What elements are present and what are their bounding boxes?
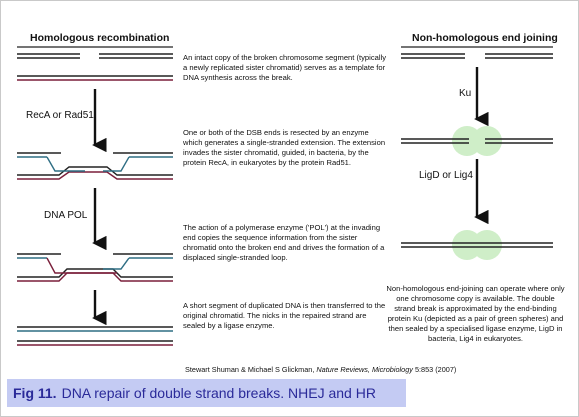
figure-area: Homologous recombination Non-homologous … [7, 7, 570, 379]
nhej-step-label-lig: LigD or Lig4 [419, 170, 473, 181]
nhej-stage3-ligated [401, 230, 553, 260]
citation-authors: Stewart Shuman & Michael S Glickman, [185, 365, 317, 374]
ku-sphere-right-2 [472, 230, 502, 260]
hr-step-label-dnapol: DNA POL [44, 210, 88, 221]
hr-stage3-dna [17, 253, 173, 282]
hr-description-4: A short segment of duplicated DNA is the… [183, 301, 386, 330]
nhej-title: Non-homologous end joining [412, 32, 558, 44]
hr-stage4-dna [17, 326, 173, 346]
hr-description-2: One or both of the DSB ends is resected … [183, 128, 386, 167]
figure-number: Fig 11. [13, 385, 57, 401]
nhej-description: Non-homologous end-joining can operate w… [386, 284, 565, 343]
citation-journal: Nature Reviews, Microbiology [316, 365, 413, 374]
nhej-step-label-ku: Ku [459, 88, 472, 99]
hr-title: Homologous recombination [30, 32, 170, 44]
figure-artwork [17, 46, 553, 346]
nhej-stage1-dna [401, 53, 553, 59]
caption-text: DNA repair of double strand breaks. NHEJ… [61, 385, 376, 401]
citation-ref: 5:853 (2007) [412, 365, 457, 374]
figure-caption: Fig 11. DNA repair of double strand brea… [7, 379, 406, 407]
hr-stage2-dna [17, 152, 173, 180]
citation: Stewart Shuman & Michael S Glickman, Nat… [185, 365, 456, 374]
hr-description-1: An intact copy of the broken chromosome … [183, 53, 387, 82]
hr-stage1-dna [17, 53, 173, 81]
ku-sphere-right [472, 126, 502, 156]
hr-description-3: The action of a polymerase enzyme ('POL'… [183, 223, 385, 262]
nhej-stage2-ku [401, 126, 553, 156]
hr-step-label-reca: RecA or Rad51 [26, 110, 94, 121]
